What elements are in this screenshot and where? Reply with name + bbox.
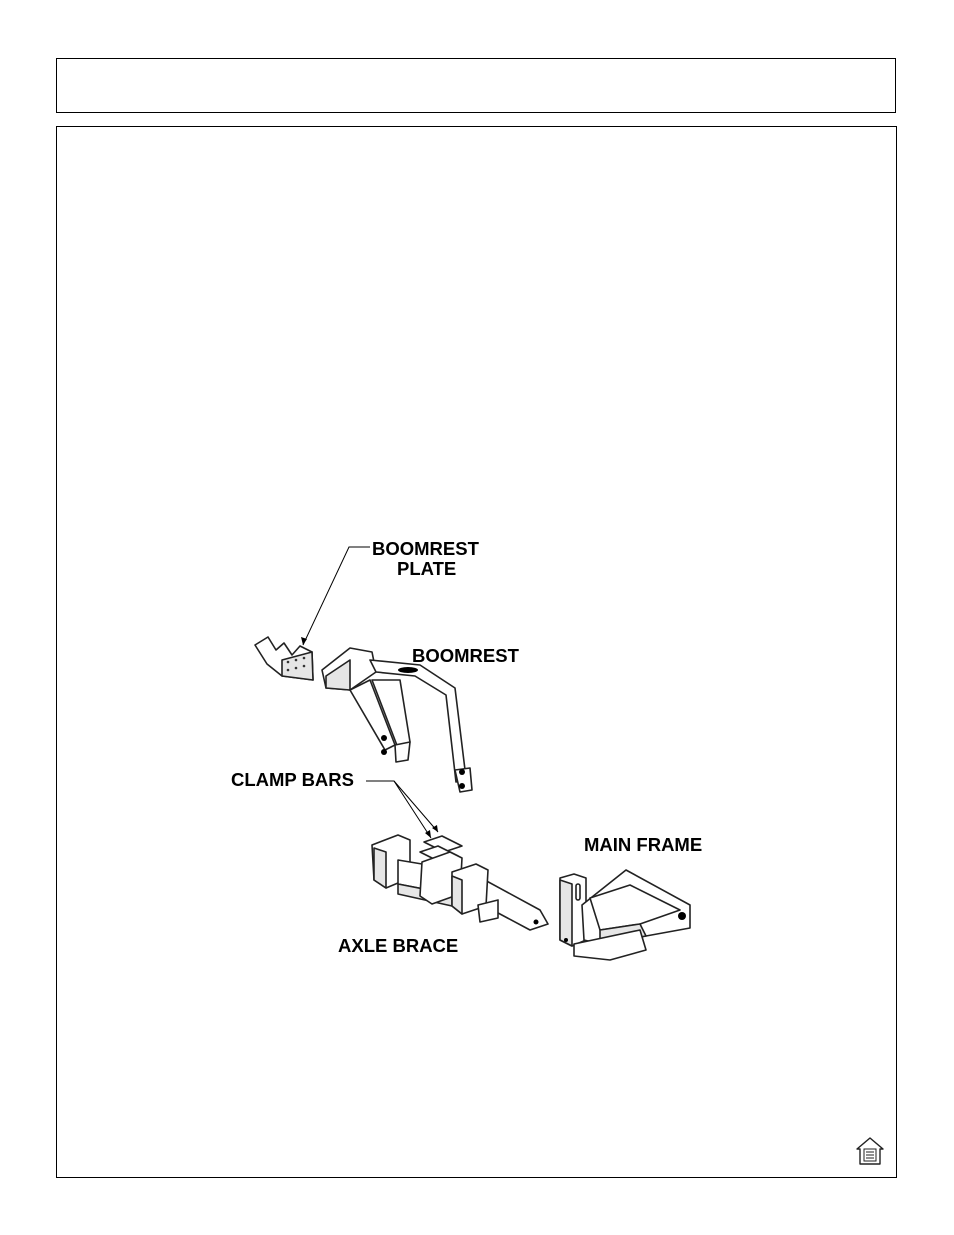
leader-boomrest-plate [301, 547, 370, 645]
label-main-frame: MAIN FRAME [584, 834, 702, 855]
main-frame [560, 870, 690, 960]
boomrest-plate [255, 637, 313, 680]
label-axle-brace: AXLE BRACE [338, 935, 458, 956]
axle-brace [372, 835, 548, 930]
label-boomrest: BOOMREST [412, 645, 520, 666]
label-boomrest-plate-line1: BOOMREST [372, 538, 480, 559]
label-clamp-bars: CLAMP BARS [231, 769, 354, 790]
label-boomrest-plate-line2: PLATE [397, 558, 456, 579]
leader-clamp-bars [366, 781, 438, 838]
home-icon[interactable] [855, 1136, 885, 1166]
